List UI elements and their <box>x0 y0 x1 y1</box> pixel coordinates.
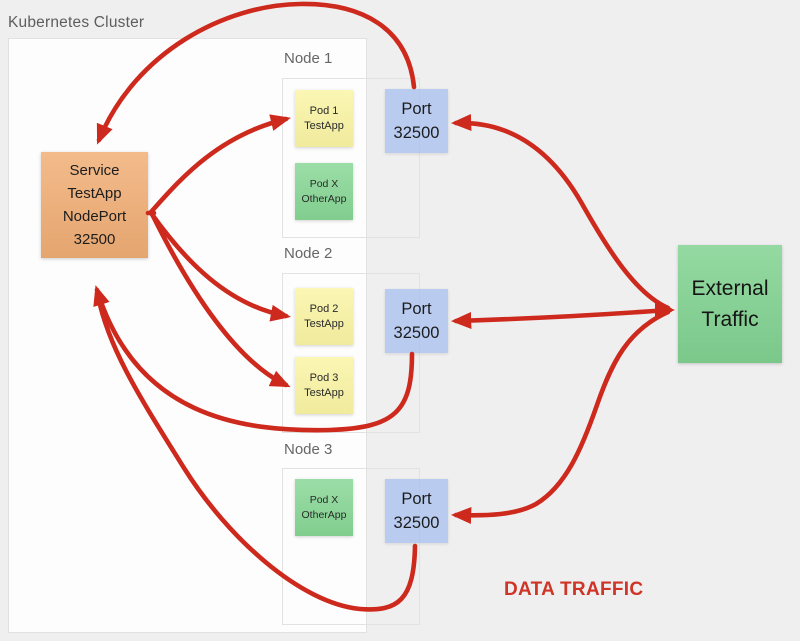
external-line: External <box>691 277 769 300</box>
node-3-port: Port 32500 <box>385 479 448 543</box>
service-line: Service <box>69 162 120 179</box>
port-label: Port <box>401 490 432 508</box>
arrow-external-to-port3 <box>450 309 671 524</box>
external-line: Traffic <box>701 308 759 331</box>
pod-name: Pod X <box>309 493 339 506</box>
pod-2-testapp: Pod 2 TestApp <box>295 288 353 345</box>
node-2-port: Port 32500 <box>385 289 448 353</box>
port-label: Port <box>401 100 432 118</box>
port-number: 32500 <box>393 324 440 342</box>
cluster-label: Kubernetes Cluster <box>8 14 145 31</box>
pod-name: Pod X <box>309 177 339 190</box>
pod-app: TestApp <box>304 119 344 132</box>
arrow-external-to-port2 <box>450 307 671 330</box>
pod-app: TestApp <box>304 386 344 399</box>
service-line: TestApp <box>67 185 122 202</box>
pod-name: Pod 3 <box>309 371 339 384</box>
node-1-label: Node 1 <box>284 50 333 67</box>
pod-app: TestApp <box>304 317 344 330</box>
pod-x-otherapp-node3: Pod X OtherApp <box>295 479 353 536</box>
port-number: 32500 <box>393 514 440 532</box>
pod-3-testapp: Pod 3 TestApp <box>295 357 353 414</box>
pod-x-otherapp-node1: Pod X OtherApp <box>295 163 353 220</box>
pod-1-testapp: Pod 1 TestApp <box>295 90 353 147</box>
service-line: 32500 <box>73 231 116 248</box>
external-traffic-box: External Traffic <box>678 245 782 363</box>
arrow-external-to-port1 <box>450 113 671 311</box>
node-2-label: Node 2 <box>284 245 333 262</box>
node-3-label: Node 3 <box>284 441 333 458</box>
pod-app: OtherApp <box>301 508 347 521</box>
pod-name: Pod 1 <box>309 104 339 117</box>
pod-app: OtherApp <box>301 192 347 205</box>
node-1-port: Port 32500 <box>385 89 448 153</box>
port-number: 32500 <box>393 124 440 142</box>
service-line: NodePort <box>62 208 127 225</box>
pod-name: Pod 2 <box>309 302 339 315</box>
port-label: Port <box>401 300 432 318</box>
service-box: Service TestApp NodePort 32500 <box>41 152 148 258</box>
data-traffic-caption: DATA TRAFFIC <box>504 579 644 600</box>
